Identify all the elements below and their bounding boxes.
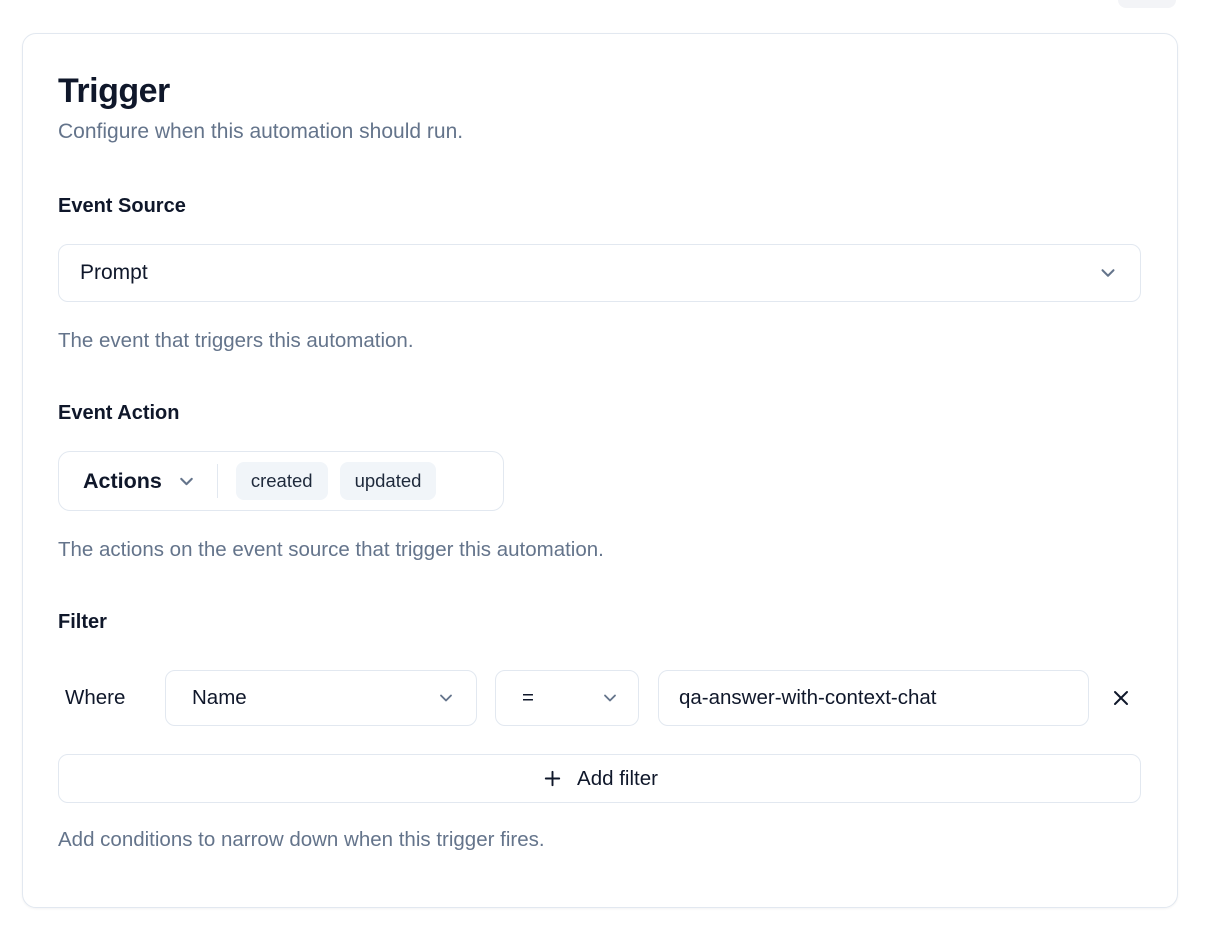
event-source-label: Event Source <box>58 195 186 217</box>
filter-label: Filter <box>58 611 107 633</box>
filter-operator-select[interactable]: = <box>495 670 639 726</box>
filter-field-selected-value: Name <box>192 686 247 709</box>
event-source-help: The event that triggers this automation. <box>58 329 414 352</box>
cutoff-top-right-element <box>1118 0 1176 8</box>
chevron-down-icon <box>600 688 620 708</box>
add-filter-button-label: Add filter <box>577 766 658 790</box>
actions-dropdown-button[interactable]: Actions <box>83 469 197 494</box>
action-tag-created[interactable]: created <box>235 462 328 500</box>
filter-operator-selected-value: = <box>522 686 534 709</box>
chevron-down-icon <box>176 471 197 492</box>
event-source-selected-value: Prompt <box>80 261 148 284</box>
event-action-help: The actions on the event source that tri… <box>58 538 604 561</box>
x-icon <box>1109 686 1133 710</box>
filter-help: Add conditions to narrow down when this … <box>58 828 545 851</box>
filter-value-input[interactable] <box>658 670 1089 726</box>
event-source-select[interactable]: Prompt <box>58 244 1141 302</box>
add-filter-button[interactable]: Add filter <box>58 754 1141 803</box>
actions-dropdown-label: Actions <box>83 468 162 493</box>
event-action-label: Event Action <box>58 402 180 424</box>
event-action-control: Actions created updated <box>58 451 504 511</box>
filter-condition-row: Where Name = <box>58 670 1141 726</box>
card-subtitle: Configure when this automation should ru… <box>58 120 464 143</box>
card-title: Trigger <box>58 72 170 110</box>
where-label: Where <box>65 686 126 709</box>
filter-field-select[interactable]: Name <box>165 670 477 726</box>
remove-filter-button[interactable] <box>1101 678 1141 718</box>
plus-icon <box>541 767 564 790</box>
divider <box>216 464 218 498</box>
action-tag-updated[interactable]: updated <box>339 462 437 500</box>
trigger-card: Trigger Configure when this automation s… <box>22 33 1178 908</box>
chevron-down-icon <box>436 688 456 708</box>
chevron-down-icon <box>1097 262 1119 284</box>
